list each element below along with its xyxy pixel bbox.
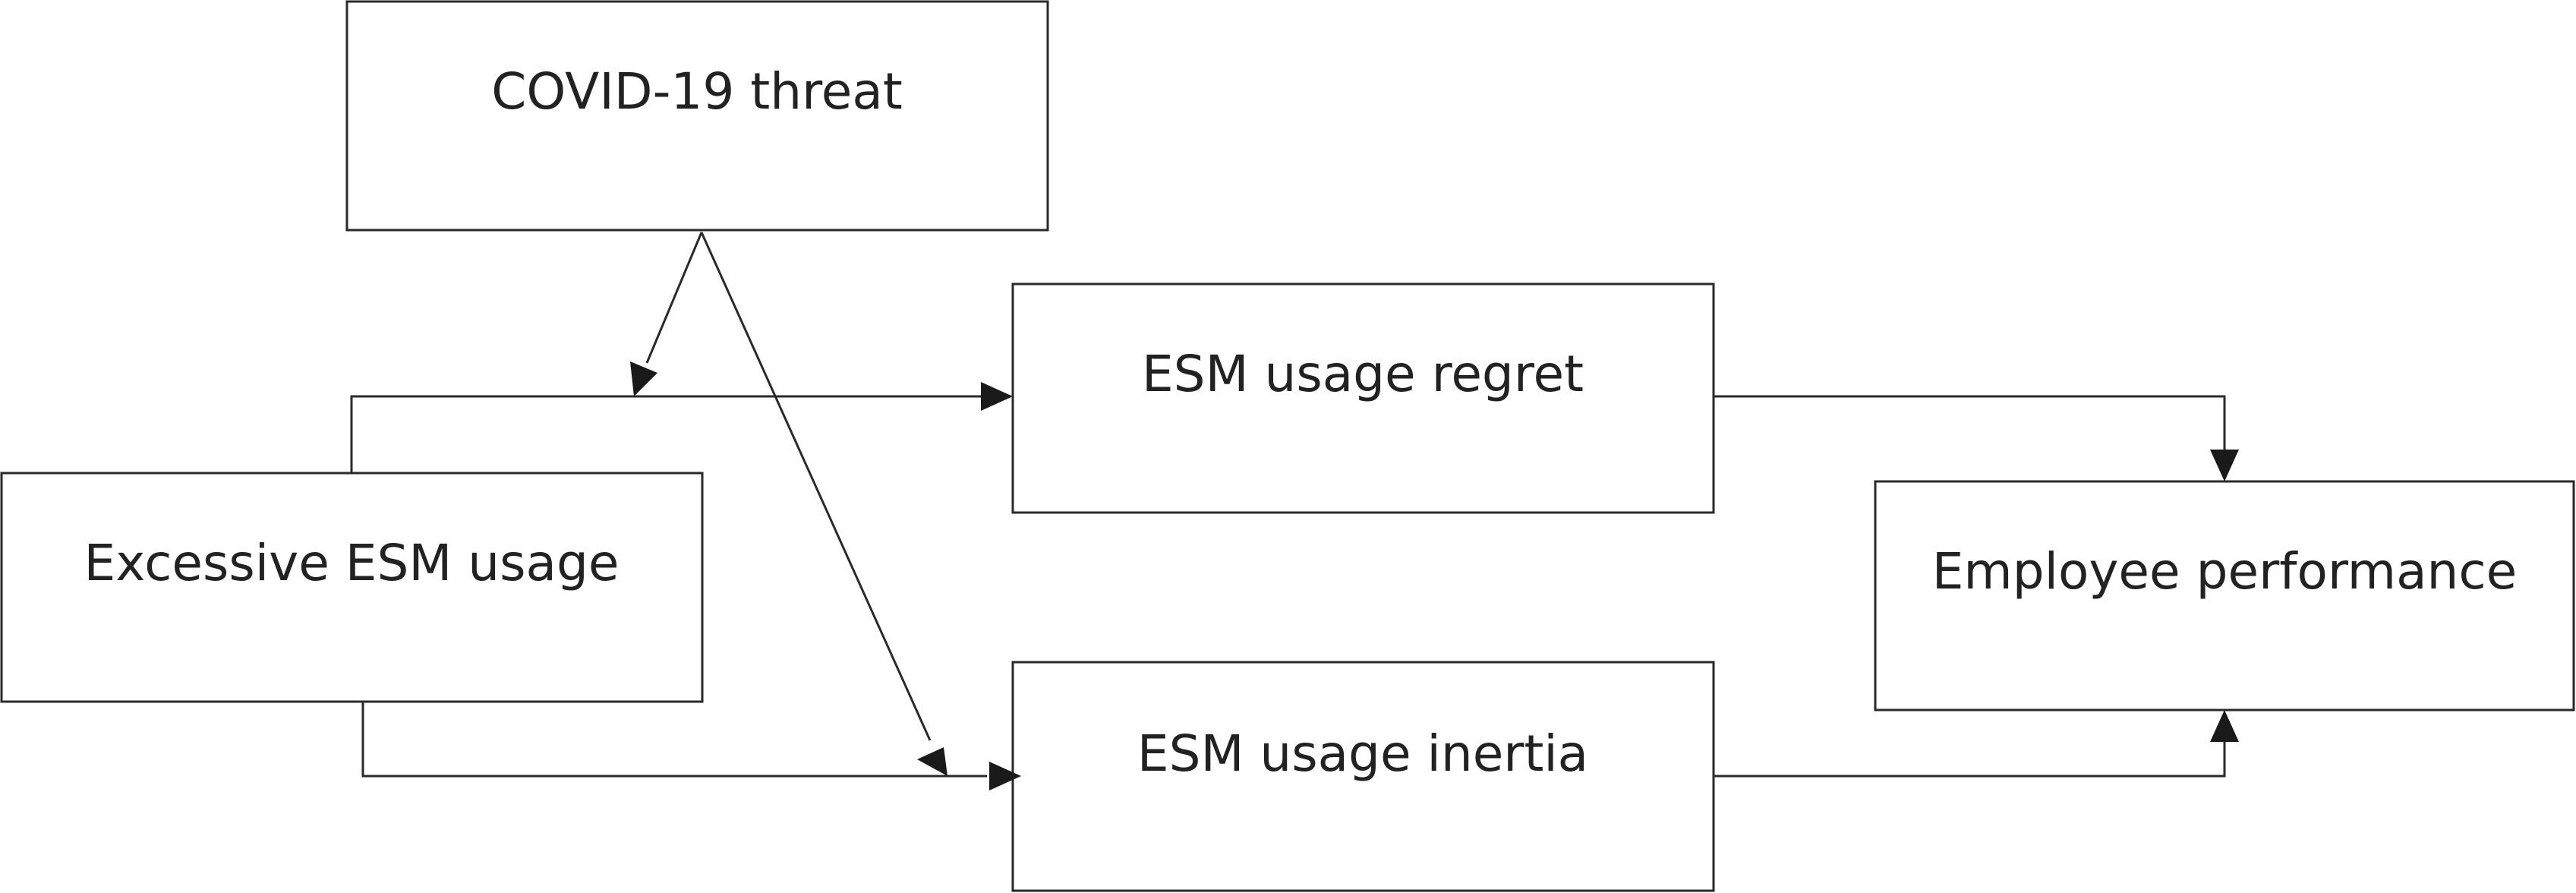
edge-excessive-to-regret <box>350 382 1013 473</box>
arrowhead-to-regret <box>981 382 1013 411</box>
covid-threat-box <box>345 0 1049 232</box>
arrowhead-covid-to-inertia-path <box>917 747 947 776</box>
arrowhead-covid-to-regret-path <box>630 361 657 396</box>
edge-covid-moderates-inertia-path <box>700 232 947 776</box>
node-esm-usage-inertia: ESM usage inertia <box>1011 661 1715 892</box>
esm-usage-regret-label: ESM usage regret <box>1142 345 1584 403</box>
edge-excessive-to-inertia <box>361 702 1021 790</box>
esm-usage-regret-box <box>1011 282 1715 514</box>
covid-threat-label: COVID-19 threat <box>491 62 902 121</box>
node-employee-performance: Employee performance <box>1874 480 2575 712</box>
node-esm-usage-regret: ESM usage regret <box>1011 282 1715 514</box>
employee-performance-label: Employee performance <box>1932 542 2518 601</box>
arrowhead-to-inertia <box>989 762 1021 790</box>
employee-performance-box <box>1874 480 2575 712</box>
esm-usage-inertia-box <box>1011 661 1715 892</box>
edge-covid-moderates-regret-path <box>630 232 703 396</box>
node-covid-threat: COVID-19 threat <box>345 0 1049 232</box>
excessive-esm-usage-label: Excessive ESM usage <box>84 534 620 592</box>
arrowhead-inertia-to-performance <box>2210 710 2239 742</box>
arrowhead-regret-to-performance <box>2210 450 2239 481</box>
esm-usage-inertia-label: ESM usage inertia <box>1137 724 1588 783</box>
edge-inertia-to-performance <box>1714 710 2239 778</box>
edge-regret-to-performance <box>1714 395 2239 481</box>
node-excessive-esm-usage: Excessive ESM usage <box>0 472 704 703</box>
